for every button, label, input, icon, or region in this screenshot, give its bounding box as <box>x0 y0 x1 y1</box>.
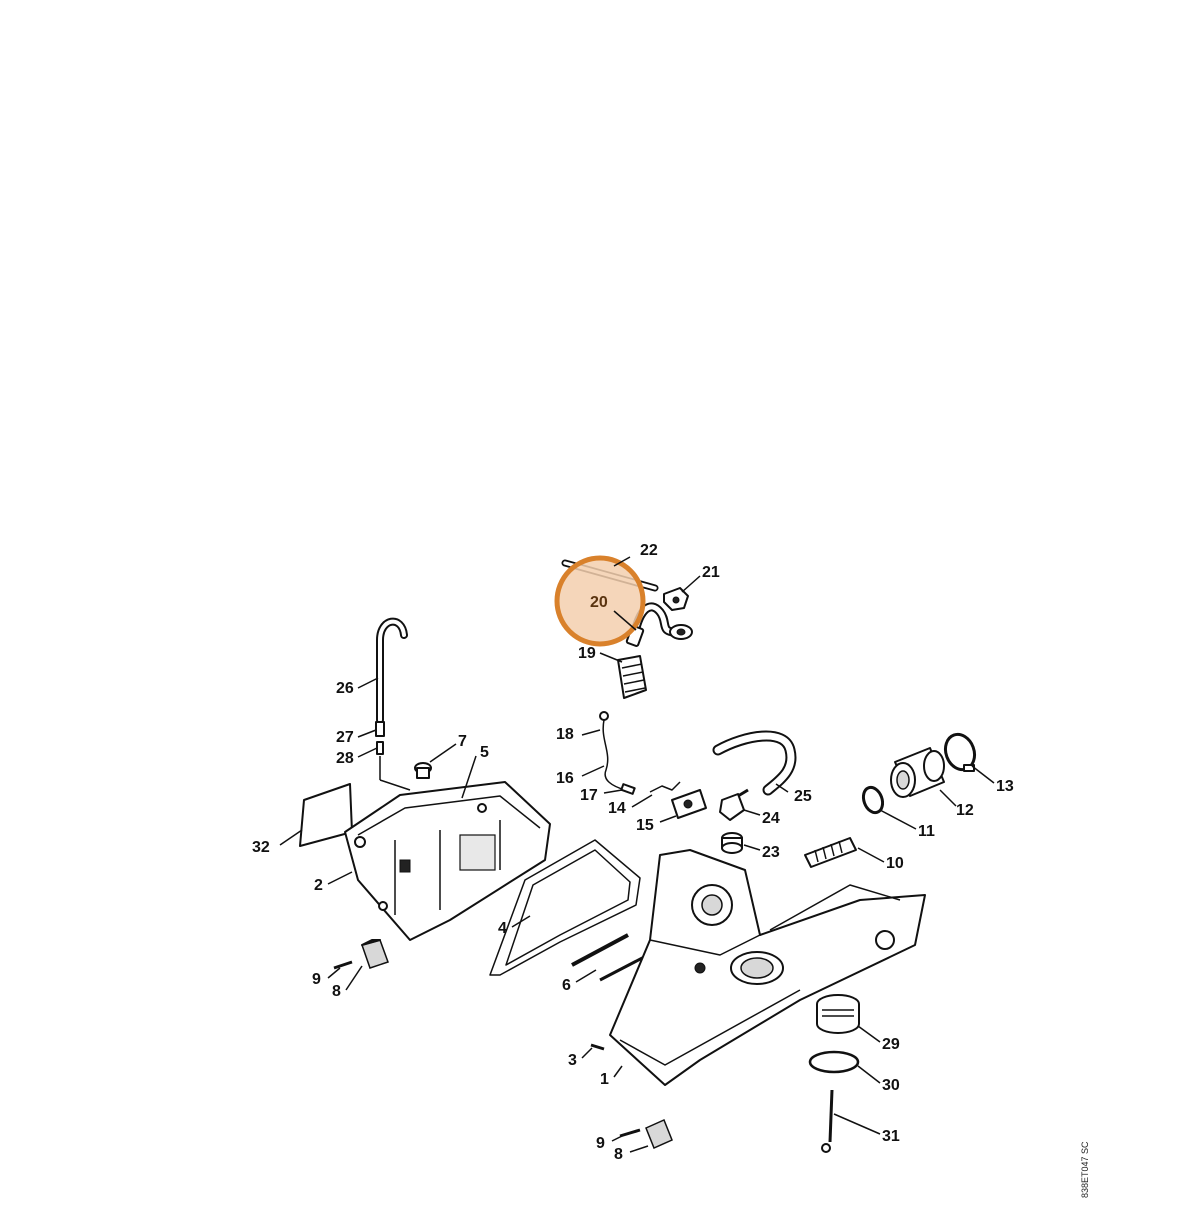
part-30-o-ring[interactable] <box>808 1050 860 1074</box>
callout-7: 7 <box>458 733 467 750</box>
leader-lines <box>279 556 995 1153</box>
callout-3: 3 <box>568 1052 577 1069</box>
callout-16: 16 <box>556 770 574 787</box>
part-1-crankcase[interactable] <box>609 849 926 1086</box>
part-8-rubber-block-lower[interactable] <box>645 1118 673 1150</box>
callout-18: 18 <box>556 726 574 743</box>
drawing-code: 838ET047 SC <box>1080 1141 1090 1198</box>
callout-20: 20 <box>590 594 608 611</box>
callout-28: 28 <box>336 750 354 767</box>
callout-32: 32 <box>252 839 270 856</box>
part-7-grommet[interactable] <box>414 762 432 779</box>
part-21-elbow-fitting[interactable] <box>663 587 689 611</box>
callout-23: 23 <box>762 844 780 861</box>
callout-30: 30 <box>882 1077 900 1094</box>
callout-27: 27 <box>336 729 354 746</box>
part-14-spring[interactable] <box>649 781 681 793</box>
callout-24: 24 <box>762 810 780 827</box>
part-10-threaded-shaft[interactable] <box>804 837 857 868</box>
callout-1: 1 <box>600 1071 609 1088</box>
callout-13: 13 <box>996 778 1014 795</box>
callout-5: 5 <box>480 744 489 761</box>
part-24-valve[interactable] <box>719 788 749 821</box>
callout-21: 21 <box>702 564 720 581</box>
callout-17: 17 <box>580 787 598 804</box>
part-18-eyelet[interactable] <box>599 711 609 721</box>
part-9-screw-upper[interactable] <box>333 960 353 970</box>
callout-12: 12 <box>956 802 974 819</box>
part-6-stud[interactable] <box>571 933 649 982</box>
callout-19: 19 <box>578 645 596 662</box>
part-31-rod[interactable] <box>821 1089 834 1153</box>
part-27-connector[interactable] <box>375 721 385 737</box>
part-29-cap[interactable] <box>816 994 860 1034</box>
callout-15: 15 <box>636 817 654 834</box>
part-3-pin[interactable] <box>590 1043 605 1051</box>
part-28-valve[interactable] <box>376 741 411 791</box>
part-32-plate[interactable] <box>299 783 353 847</box>
callout-31: 31 <box>882 1128 900 1145</box>
callout-26: 26 <box>336 680 354 697</box>
part-11-snap-ring[interactable] <box>860 785 886 816</box>
callout-4: 4 <box>498 920 507 937</box>
callout-labels: 22 21 20 19 26 27 28 7 5 32 2 4 6 18 16 … <box>252 542 1014 1163</box>
callout-8-lower: 8 <box>614 1146 623 1163</box>
highlight-marker[interactable] <box>554 555 646 647</box>
callout-9-lower: 9 <box>596 1135 605 1152</box>
callout-25: 25 <box>794 788 812 805</box>
part-23-plug[interactable] <box>721 832 743 854</box>
part-4-gasket[interactable] <box>489 839 641 976</box>
callout-11: 11 <box>918 823 935 840</box>
part-15-pump-body[interactable] <box>671 789 707 819</box>
part-9-screw-lower[interactable] <box>619 1128 641 1138</box>
callout-6: 6 <box>562 977 571 994</box>
callout-29: 29 <box>882 1036 900 1053</box>
part-17-nipple[interactable] <box>620 783 636 795</box>
part-12-sleeve[interactable] <box>890 747 945 798</box>
part-26-vent-tube[interactable] <box>376 617 408 724</box>
callout-14: 14 <box>608 800 626 817</box>
callout-10: 10 <box>886 855 904 872</box>
part-2-tank-housing[interactable] <box>344 781 551 941</box>
callout-2: 2 <box>314 877 323 894</box>
part-25-hose[interactable] <box>712 730 797 796</box>
callout-8-upper: 8 <box>332 983 341 1000</box>
part-8-rubber-block-upper[interactable] <box>361 939 389 969</box>
callout-9-upper: 9 <box>312 971 321 988</box>
callout-22: 22 <box>640 542 658 559</box>
part-16-oil-line[interactable] <box>602 719 626 791</box>
part-19-pickup-body[interactable] <box>617 625 647 699</box>
